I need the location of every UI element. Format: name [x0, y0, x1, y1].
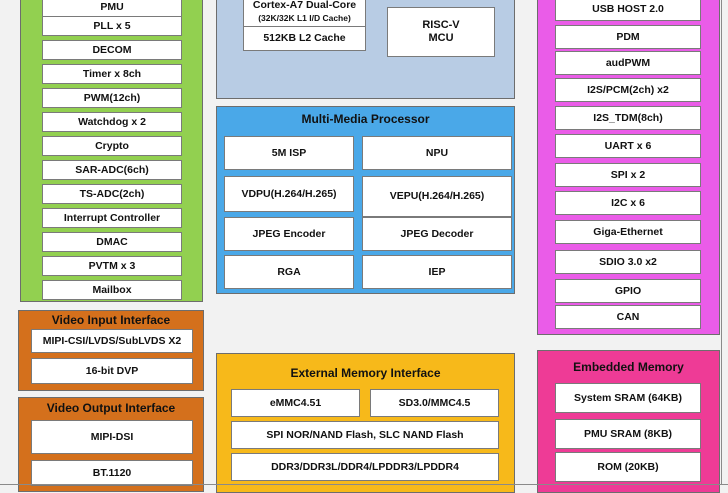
risc-v-mcu-box: RISC-V MCU — [387, 7, 495, 57]
connectivity-panel: USB HOST 2.0 PDM audPWM I2S/PCM(2ch) x2 … — [537, 0, 720, 335]
video-input-mipi-csi: MIPI-CSI/LVDS/SubLVDS X2 — [31, 329, 193, 353]
system-item-watchdog: Watchdog x 2 — [42, 112, 182, 132]
external-memory-panel: External Memory Interface eMMC4.51 SD3.0… — [216, 353, 515, 493]
cpu-core-box: Cortex-A7 Dual-Core (32K/32K L1 I/D Cach… — [243, 0, 366, 27]
system-item-pwm: PWM(12ch) — [42, 88, 182, 108]
mm-item-vdpu: VDPU(H.264/H.265) — [224, 176, 354, 212]
mm-item-vepu: VEPU(H.264/H.265) — [362, 176, 512, 217]
ext-mem-ddr: DDR3/DDR3L/DDR4/LPDDR3/LPDDR4 — [231, 453, 499, 481]
emb-mem-pmu-sram: PMU SRAM (8KB) — [555, 419, 701, 449]
multimedia-title: Multi-Media Processor — [301, 112, 430, 126]
cpu-core-cache: (32K/32K L1 I/D Cache) — [258, 13, 351, 24]
multimedia-panel: Multi-Media Processor 5M ISP NPU VDPU(H.… — [216, 106, 515, 294]
video-output-mipi-dsi: MIPI-DSI — [31, 420, 193, 454]
system-item-pvtm: PVTM x 3 — [42, 256, 182, 276]
mm-item-isp: 5M ISP — [224, 136, 354, 170]
system-item-ts-adc: TS-ADC(2ch) — [42, 184, 182, 204]
ext-mem-emmc: eMMC4.51 — [231, 389, 360, 417]
conn-item-spi: SPI x 2 — [555, 163, 701, 187]
conn-item-i2c: I2C x 6 — [555, 191, 701, 215]
mm-item-npu: NPU — [362, 136, 512, 170]
mcu-line-1: RISC-V — [422, 18, 460, 31]
cpu-l2-cache: 512KB L2 Cache — [243, 26, 366, 51]
system-item-sar-adc: SAR-ADC(6ch) — [42, 160, 182, 180]
system-item-interrupt-controller: Interrupt Controller — [42, 208, 182, 228]
mcu-line-2: MCU — [428, 32, 454, 44]
conn-item-i2s-tdm: I2S_TDM(8ch) — [555, 106, 701, 130]
video-input-dvp: 16-bit DVP — [31, 358, 193, 384]
mm-item-iep: IEP — [362, 255, 512, 289]
ext-mem-sd-mmc: SD3.0/MMC4.5 — [370, 389, 499, 417]
conn-item-sdio: SDIO 3.0 x2 — [555, 250, 701, 274]
system-item-mailbox: Mailbox — [42, 280, 182, 300]
video-output-panel: Video Output Interface MIPI-DSI BT.1120 — [18, 397, 204, 492]
conn-item-can: CAN — [555, 305, 701, 329]
system-item-dmac: DMAC — [42, 232, 182, 252]
ext-mem-flash: SPI NOR/NAND Flash, SLC NAND Flash — [231, 421, 499, 449]
system-item-pll: PLL x 5 — [42, 16, 182, 36]
cpu-panel: Cortex-A7 Dual-Core (32K/32K L1 I/D Cach… — [216, 0, 515, 99]
outer-frame-edge — [721, 0, 728, 485]
emb-mem-rom: ROM (20KB) — [555, 452, 701, 482]
conn-item-giga-ethernet: Giga-Ethernet — [555, 220, 701, 244]
system-peripherals-panel: PMU PLL x 5 DECOM Timer x 8ch PWM(12ch) … — [20, 0, 203, 302]
conn-item-i2s-pcm: I2S/PCM(2ch) x2 — [555, 78, 701, 102]
conn-item-pdm: PDM — [555, 25, 701, 49]
video-input-title: Video Input Interface — [51, 313, 171, 327]
cpu-core-title: Cortex-A7 Dual-Core — [252, 0, 357, 11]
system-item-crypto: Crypto — [42, 136, 182, 156]
mm-item-jpeg-decoder: JPEG Decoder — [362, 217, 512, 251]
emb-mem-system-sram: System SRAM (64KB) — [555, 383, 701, 413]
conn-item-audpwm: audPWM — [555, 51, 701, 75]
embedded-memory-panel: Embedded Memory System SRAM (64KB) PMU S… — [537, 350, 720, 493]
system-item-pmu: PMU — [42, 0, 182, 17]
system-item-timer: Timer x 8ch — [42, 64, 182, 84]
video-input-panel: Video Input Interface MIPI-CSI/LVDS/SubL… — [18, 310, 204, 391]
conn-item-uart: UART x 6 — [555, 134, 701, 158]
system-item-decom: DECOM — [42, 40, 182, 60]
conn-item-gpio: GPIO — [555, 279, 701, 303]
mm-item-jpeg-encoder: JPEG Encoder — [224, 217, 354, 251]
conn-item-usb-host: USB HOST 2.0 — [555, 0, 701, 21]
embedded-memory-title: Embedded Memory — [573, 360, 684, 374]
mm-item-rga: RGA — [224, 255, 354, 289]
video-output-bt1120: BT.1120 — [31, 460, 193, 486]
external-memory-title: External Memory Interface — [290, 366, 441, 380]
video-output-title: Video Output Interface — [46, 401, 176, 415]
